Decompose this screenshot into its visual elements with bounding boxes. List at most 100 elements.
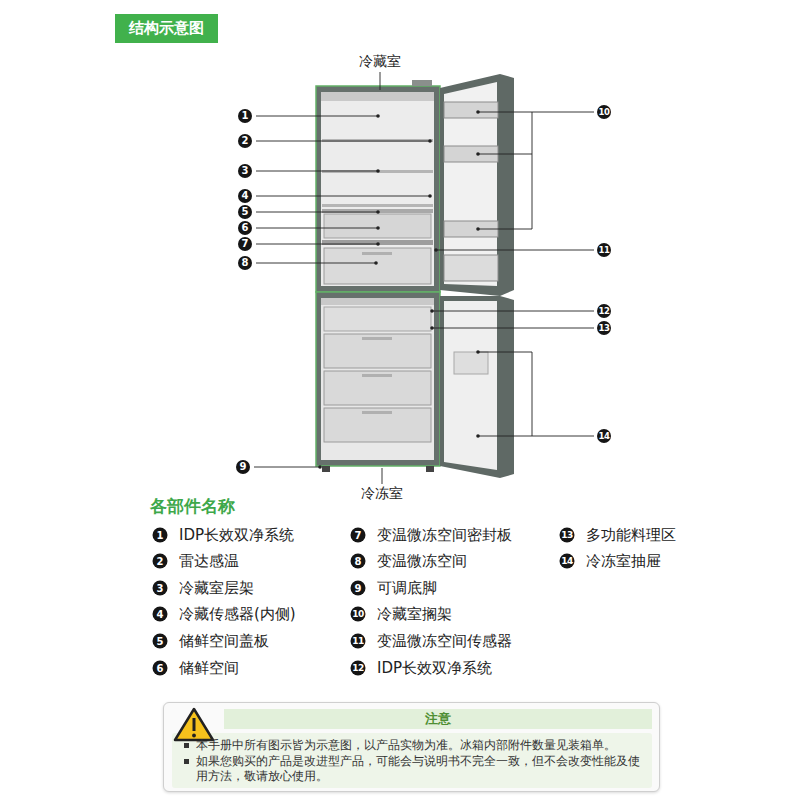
callout-number: 4	[238, 189, 252, 203]
leader-dot	[376, 226, 380, 230]
title-tab: 结构示意图	[115, 14, 218, 43]
leader-dot	[476, 110, 480, 114]
leader-dot	[318, 465, 322, 469]
leader-dot	[476, 350, 480, 354]
part-name: 储鲜空间盖板	[179, 632, 269, 651]
leader-line	[478, 112, 594, 229]
callout-number: 11	[597, 243, 611, 257]
fridge-interior	[321, 298, 434, 305]
callout-number: 3	[153, 581, 168, 596]
fridge-interior	[324, 307, 431, 331]
callout-number: 6	[153, 661, 168, 676]
fridge-interior	[321, 92, 434, 101]
fridge-interior	[362, 374, 392, 377]
leader-dot	[434, 248, 438, 252]
fridge-door	[444, 102, 498, 118]
leader-line	[254, 72, 594, 484]
callout-number: 6	[238, 221, 252, 235]
fridge-body	[412, 80, 432, 86]
part-name: 可调底脚	[377, 579, 437, 598]
part-name: 冷藏传感器(内侧)	[179, 605, 296, 624]
section-heading: 各部件名称	[150, 495, 235, 518]
bullet-square	[184, 759, 189, 764]
fridge-body	[322, 466, 330, 472]
callout-number: 5	[153, 634, 168, 649]
part-name: 变温微冻空间传感器	[377, 632, 512, 651]
leader-dot	[376, 169, 380, 173]
fridge-body	[426, 466, 434, 472]
leader-dot	[376, 210, 380, 214]
fridge-interior	[321, 92, 434, 442]
part-name: 雷达感温	[179, 552, 239, 571]
callout-number: 14	[560, 554, 575, 569]
fridge-interior	[324, 248, 431, 284]
warning-triangle	[175, 709, 213, 740]
fridge-interior	[362, 252, 392, 255]
callout-number: 9	[236, 460, 250, 474]
fridge-door	[454, 352, 488, 374]
fridge-interior	[322, 139, 433, 142]
callout-number: 7	[238, 237, 252, 251]
leader-line	[478, 352, 594, 436]
fridge-interior	[362, 337, 392, 340]
fridge-body	[316, 292, 440, 466]
part-name: 储鲜空间	[179, 659, 239, 678]
callout-number: 12	[597, 304, 611, 318]
callout-number: 9	[351, 581, 366, 596]
callout-number: 2	[153, 554, 168, 569]
leader-dot	[476, 434, 480, 438]
leader-dot	[476, 227, 480, 231]
callout-number: 1	[153, 528, 168, 543]
leader-dot	[476, 152, 480, 156]
fridge-door	[444, 82, 497, 286]
callout-number: 13	[597, 321, 611, 335]
leader-line	[432, 250, 594, 328]
leader-dot	[376, 242, 380, 246]
callout-number: 3	[238, 164, 252, 178]
callout-number: 10	[597, 105, 611, 119]
fridge-door	[440, 74, 514, 296]
callout-number: 7	[351, 528, 366, 543]
part-name: 多功能料理区	[586, 526, 676, 545]
leader-dot	[318, 110, 480, 469]
fridge-body	[316, 86, 440, 292]
leader-dot	[430, 309, 434, 313]
fridge-interior	[322, 204, 433, 207]
fridge-interior	[322, 170, 433, 173]
part-name: IDP长效双净系统	[179, 526, 294, 545]
callout-number: 4	[153, 607, 168, 622]
warning-mark	[192, 734, 196, 738]
fridge-interior	[362, 411, 392, 414]
fridge-body	[321, 298, 434, 460]
fridge-interior	[324, 371, 431, 405]
part-name: 变温微冻空间	[377, 552, 467, 571]
warning-mark	[193, 718, 196, 731]
compartment-label: 冷冻室	[361, 485, 403, 503]
fridge-body	[316, 80, 440, 472]
callout-number: 1	[238, 109, 252, 123]
leader-dot	[428, 194, 432, 198]
fridge-door	[444, 255, 498, 281]
note-box: 注意本手册中所有图示皆为示意图，以产品实物为准。冰箱内部附件数量见装箱单。如果您…	[163, 702, 660, 792]
compartment-label: 冷藏室	[359, 53, 401, 71]
note-text: 如果您购买的产品是改进型产品，可能会与说明书不完全一致，但不会改变性能及使用方法…	[196, 754, 644, 784]
part-name: 冷藏室搁架	[377, 605, 452, 624]
note-heading: 注意	[224, 709, 652, 729]
callout-number: 8	[238, 256, 252, 270]
fridge-door	[440, 74, 514, 478]
callout-number: 14	[597, 429, 611, 443]
bullet-square	[184, 743, 189, 748]
part-name: IDP长效双净系统	[377, 659, 492, 678]
callout-number: 8	[351, 554, 366, 569]
leader-line	[254, 116, 430, 467]
leader-dot	[374, 261, 378, 265]
callout-number: 12	[351, 661, 366, 676]
callout-number: 10	[351, 607, 366, 622]
leader-dot	[428, 139, 432, 143]
leader-dot	[376, 114, 380, 118]
leader-dot	[430, 326, 434, 330]
callout-number: 2	[238, 134, 252, 148]
leader-line	[380, 72, 382, 484]
